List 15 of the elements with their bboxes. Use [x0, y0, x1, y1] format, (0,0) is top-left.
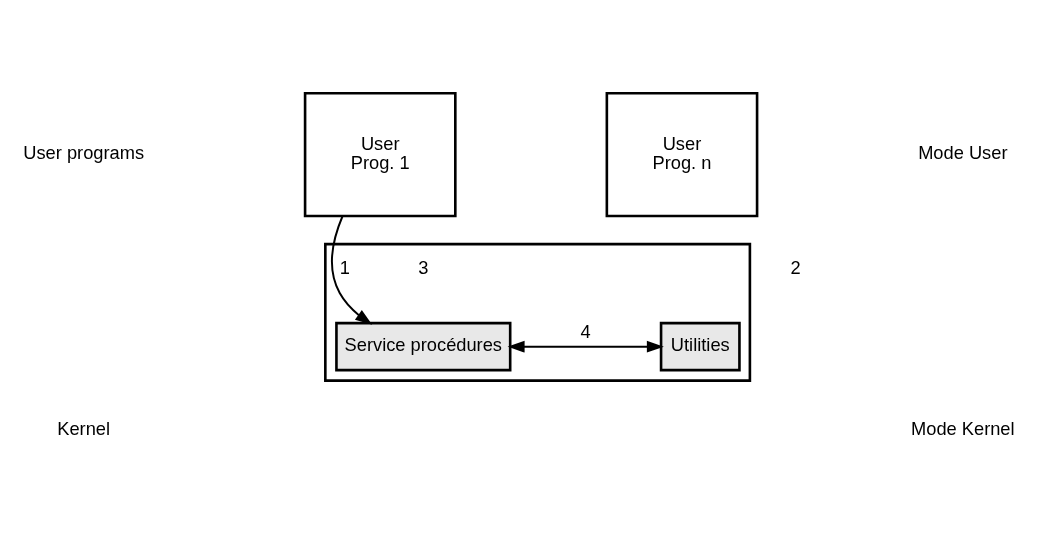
node-box: User Prog. 1 [303, 91, 457, 218]
node-box: Utilities [659, 321, 741, 372]
label: 2 [790, 257, 801, 279]
edge-label: 1 [339, 257, 351, 279]
label: Kernel [57, 418, 111, 440]
node-box: Service procédures [335, 321, 512, 372]
cluster [324, 242, 752, 382]
label: Mode User [918, 142, 1008, 164]
arrow [507, 340, 664, 353]
label: Mode Kernel [911, 418, 1015, 440]
arrow [331, 215, 373, 325]
edge-label: 4 [580, 320, 591, 342]
node-label: 3 [418, 257, 429, 279]
label: User programs [23, 142, 145, 164]
node-box: User Prog. n [605, 91, 759, 218]
